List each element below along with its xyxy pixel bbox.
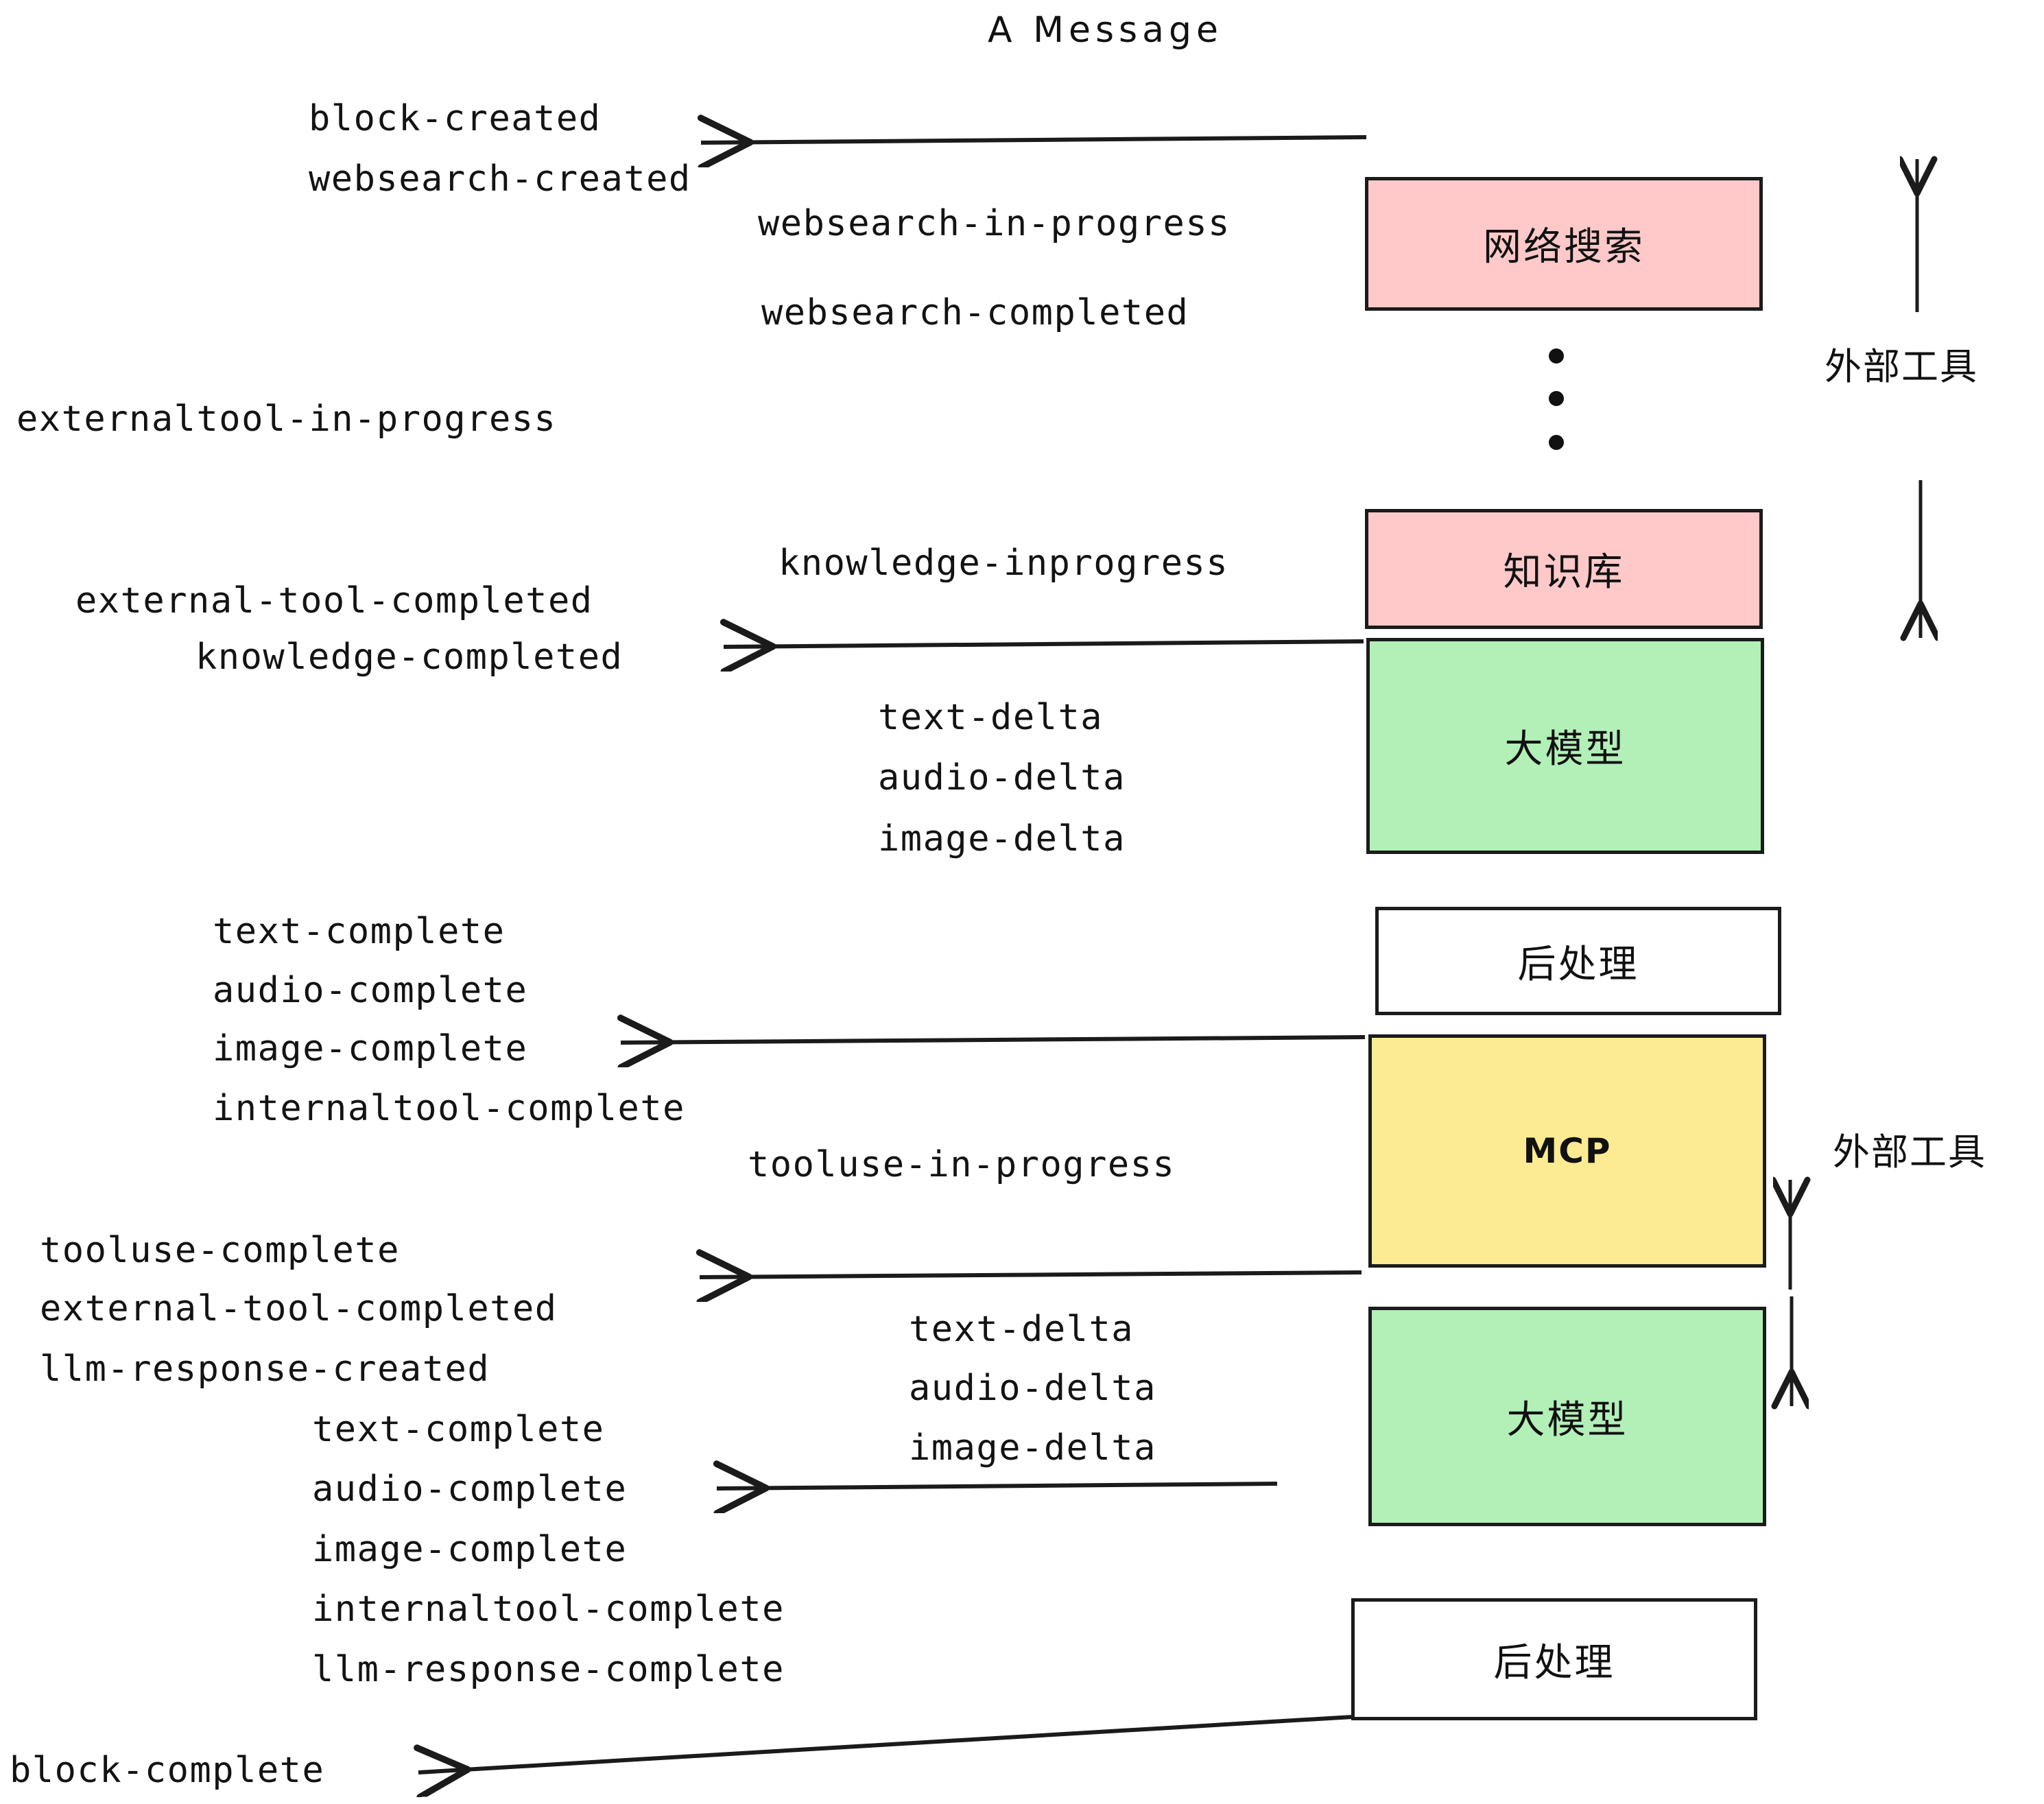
event-block-created: block-created [309,98,602,139]
external-tools-top-arrow [1917,159,1921,638]
event-external-tool-completed-2: external-tool-completed [40,1288,558,1329]
node-postprocess-1[interactable]: 后处理 [1375,907,1781,1015]
event-text-delta-2: text-delta [909,1309,1134,1350]
node-llm-2[interactable]: 大模型 [1368,1307,1766,1526]
event-audio-delta-2: audio-delta [909,1368,1156,1409]
event-text-delta-1: text-delta [878,697,1104,738]
event-image-complete-1: image-complete [213,1028,528,1069]
node-knowledge-label: 知识库 [1503,550,1625,595]
ellipsis-dot-1 [1549,348,1564,364]
event-websearch-in-progress: websearch-in-progress [758,203,1231,244]
event-tooluse-complete: tooluse-complete [40,1230,400,1271]
event-llm-response-complete: llm-response-complete [312,1649,785,1690]
event-externaltool-in-progress: externaltool-in-progress [16,399,557,440]
node-websearch-label: 网络搜索 [1483,225,1645,270]
event-image-delta-1: image-delta [878,818,1126,859]
external-tools-label-bottom: 外部工具 [1833,1130,1986,1174]
node-postprocess-2[interactable]: 后处理 [1351,1598,1757,1720]
node-mcp[interactable]: MCP [1368,1034,1766,1268]
node-llm-2-label: 大模型 [1506,1397,1628,1443]
event-websearch-completed: websearch-completed [761,292,1189,333]
event-text-complete-2: text-complete [312,1409,605,1450]
event-knowledge-inprogress: knowledge-inprogress [779,543,1229,584]
node-websearch[interactable]: 网络搜索 [1365,177,1763,311]
event-block-complete: block-complete [10,1750,325,1791]
arrow-llm1-to-knowledge-completed [724,641,1364,647]
event-text-complete-1: text-complete [213,911,506,952]
arrow-llm2-to-tooluse-complete [700,1272,1362,1277]
node-postprocess-1-label: 后处理 [1517,942,1639,987]
arrow-mcp-to-image-complete [621,1037,1366,1043]
node-llm-1[interactable]: 大模型 [1366,638,1764,854]
event-knowledge-completed: knowledge-completed [195,637,623,678]
event-audio-delta-1: audio-delta [878,757,1126,798]
node-postprocess-2-label: 后处理 [1493,1640,1615,1685]
page-title: A Message [988,10,1224,51]
event-internaltool-complete-2: internaltool-complete [312,1589,785,1630]
external-tools-label-top: 外部工具 [1825,345,1978,388]
arrow-postprocess2-to-block-complete [418,1715,1353,1772]
node-mcp-label: MCP [1523,1131,1612,1171]
event-audio-complete-1: audio-complete [213,970,528,1011]
external-tools-bottom-arrow [1790,1180,1792,1406]
ellipsis-dot-3 [1549,435,1564,450]
event-image-complete-2: image-complete [312,1529,628,1570]
event-audio-complete-2: audio-complete [312,1469,628,1510]
node-knowledge[interactable]: 知识库 [1365,509,1763,629]
event-external-tool-completed-1: external-tool-completed [75,580,593,621]
arrow-llm2-to-audio-complete [717,1484,1278,1488]
arrow-websearch-to-block-created [701,137,1367,143]
event-internaltool-complete-1: internaltool-complete [213,1088,685,1129]
ellipsis-dot-2 [1549,391,1564,406]
event-tooluse-in-progress: tooluse-in-progress [748,1144,1176,1185]
event-websearch-created: websearch-created [309,158,691,200]
node-llm-1-label: 大模型 [1504,727,1626,772]
event-llm-response-created: llm-response-created [40,1349,490,1390]
event-image-delta-2: image-delta [909,1427,1156,1469]
